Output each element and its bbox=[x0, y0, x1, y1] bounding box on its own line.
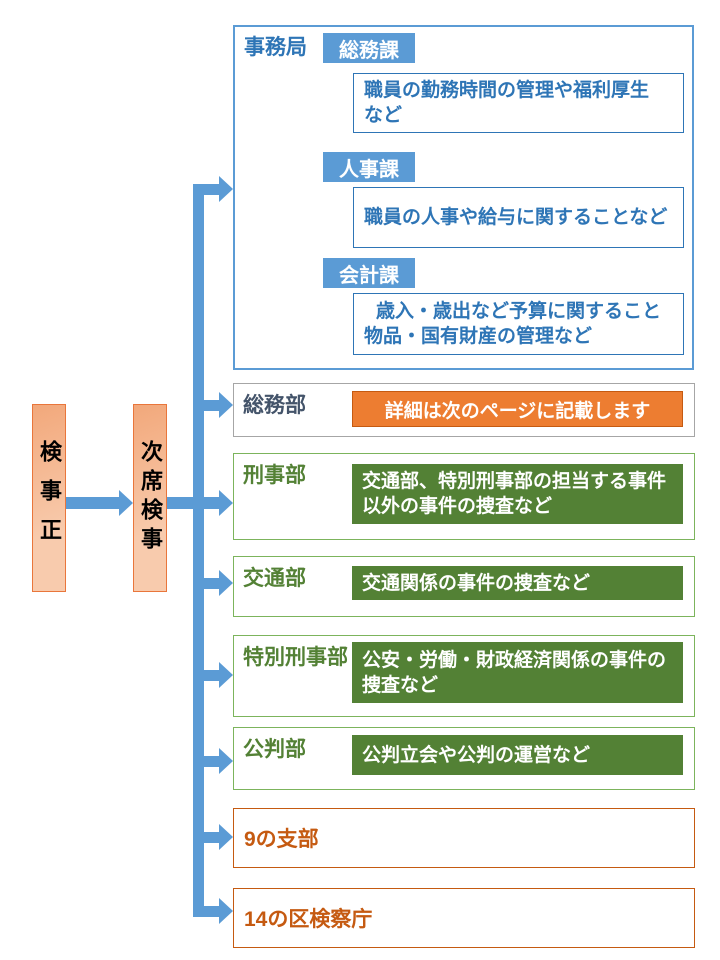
soumuka-desc-box: 職員の勤務時間の管理や福利厚生 など bbox=[353, 73, 684, 133]
arrow-to-shibu-head-icon bbox=[219, 824, 233, 850]
arrow-to-soumubu-shaft bbox=[204, 400, 219, 411]
arrow-to-kohanbu-shaft bbox=[204, 756, 219, 767]
trunk-line bbox=[193, 184, 204, 917]
kohanbu-desc-line1: 公判立会や公判の運営など bbox=[362, 744, 591, 766]
arrow-to-shibu-shaft bbox=[204, 832, 219, 843]
shibu-row: 9の支部 bbox=[233, 808, 695, 868]
jinjika-desc-box: 職員の人事や給与に関することなど bbox=[353, 187, 684, 248]
arrow-to-kukensatsucho-head-icon bbox=[219, 898, 233, 924]
kaikeika-desc-line2: 物品・国有財産の管理など bbox=[364, 326, 593, 347]
kotsubu-desc-box: 交通関係の事件の捜査など bbox=[352, 566, 683, 600]
soumuka-name-box: 総務課 bbox=[323, 33, 415, 63]
kotsubu-row: 交通部 交通関係の事件の捜査など bbox=[233, 556, 695, 617]
tokubetsu-keijibu-desc-box: 公安・労働・財政経済関係の事件の 捜査など bbox=[352, 642, 683, 703]
arrow-to-tokubetsu-head-icon bbox=[219, 662, 233, 688]
kaikeika-name-box: 会計課 bbox=[323, 258, 415, 288]
kohanbu-label: 公判部 bbox=[243, 738, 306, 761]
arrow-kenjisei-to-jiseki-shaft bbox=[66, 497, 119, 509]
kaikeika-desc-box: 歳入・歳出など予算に関すること 物品・国有財産の管理など bbox=[353, 293, 684, 355]
arrow-to-tokubetsu-shaft bbox=[204, 670, 219, 681]
arrow-to-kotsubu-head-icon bbox=[219, 570, 233, 596]
arrow-to-kohanbu-head-icon bbox=[219, 748, 233, 774]
shibu-label: 9の支部 bbox=[244, 828, 319, 851]
box-kenjisei: 検事正 bbox=[32, 404, 66, 592]
arrow-kenjisei-to-jiseki-head-icon bbox=[119, 490, 133, 516]
jinjika-desc-line1: 職員の人事や給与に関することなど bbox=[364, 207, 668, 228]
keijibu-row: 刑事部 交通部、特別刑事部の担当する事件 以外の事件の捜査など bbox=[233, 453, 695, 540]
arrow-jiseki-to-keijibu-head-icon bbox=[219, 490, 233, 516]
kukensatsucho-row: 14の区検察庁 bbox=[233, 888, 695, 948]
jimukyoku-box: 事務局 総務課 職員の勤務時間の管理や福利厚生 など 人事課 職員の人事や給与に… bbox=[233, 25, 694, 370]
arrow-to-kotsubu-shaft bbox=[204, 578, 219, 589]
soumuka-desc-line1: 職員の勤務時間の管理や福利厚生 bbox=[364, 80, 650, 101]
box-jiseki-kenji: 次席検事 bbox=[133, 404, 167, 592]
jinjika-name-box: 人事課 bbox=[323, 152, 415, 182]
tokubetsu-keijibu-row: 特別刑事部 公安・労働・財政経済関係の事件の 捜査など bbox=[233, 635, 695, 717]
kotsubu-label: 交通部 bbox=[243, 567, 306, 590]
tokubetsu-desc-line2: 捜査など bbox=[362, 674, 439, 696]
soumubu-row: 総務部 詳細は次のページに記載します bbox=[233, 383, 695, 437]
arrow-to-jimukyoku-shaft bbox=[193, 184, 219, 195]
soumuka-desc-line2: など bbox=[364, 105, 403, 126]
kotsubu-desc-line1: 交通関係の事件の捜査など bbox=[362, 572, 591, 594]
arrow-to-jimukyoku-head-icon bbox=[219, 176, 233, 202]
keijibu-desc-line2: 以外の事件の捜査など bbox=[362, 496, 553, 517]
tokubetsu-keijibu-label: 特別刑事部 bbox=[243, 646, 348, 669]
kukensatsucho-label: 14の区検察庁 bbox=[244, 908, 373, 931]
keijibu-label: 刑事部 bbox=[243, 464, 306, 487]
soumubu-desc-box: 詳細は次のページに記載します bbox=[352, 391, 683, 427]
keijibu-desc-box: 交通部、特別刑事部の担当する事件 以外の事件の捜査など bbox=[352, 464, 683, 524]
kohanbu-row: 公判部 公判立会や公判の運営など bbox=[233, 727, 695, 790]
kohanbu-desc-box: 公判立会や公判の運営など bbox=[352, 735, 683, 775]
arrow-to-kukensatsucho-shaft bbox=[193, 906, 219, 917]
keijibu-desc-line1: 交通部、特別刑事部の担当する事件 bbox=[362, 471, 667, 492]
jimukyoku-label: 事務局 bbox=[244, 36, 307, 59]
arrow-to-soumubu-head-icon bbox=[219, 392, 233, 418]
soumubu-label: 総務部 bbox=[243, 394, 306, 417]
tokubetsu-desc-line1: 公安・労働・財政経済関係の事件の bbox=[362, 649, 667, 671]
kaikeika-desc-line1: 歳入・歳出など予算に関すること bbox=[376, 301, 662, 322]
